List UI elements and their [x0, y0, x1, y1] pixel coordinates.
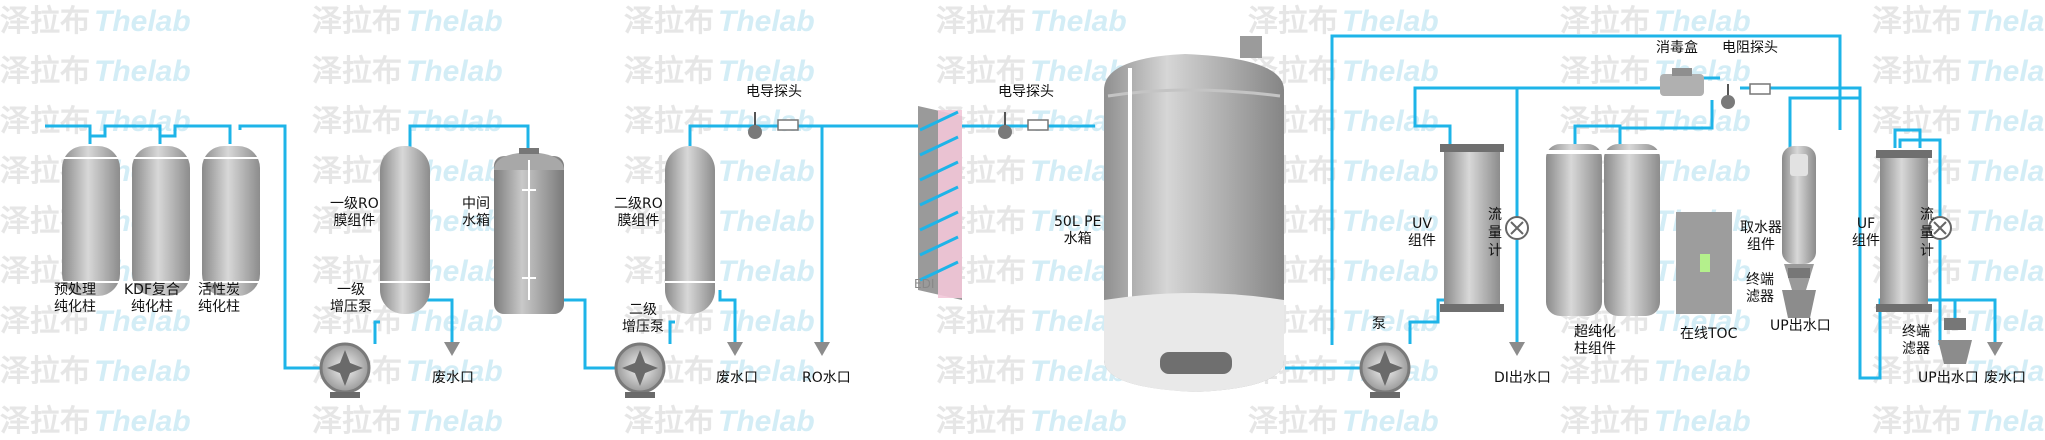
label-cond1: 电导探头: [746, 84, 802, 100]
pump1: [319, 342, 371, 398]
label-drain2: 废水口: [716, 370, 758, 386]
label-mid-tank: 中间水箱: [462, 196, 490, 229]
pipe-flow2: [1898, 138, 1942, 216]
mid-tank: [494, 148, 564, 314]
drain1-marker: [444, 342, 460, 356]
pipe-network: [45, 34, 1997, 380]
carbon-column: [202, 146, 260, 296]
ro-outlet-marker: [814, 342, 830, 356]
pipe-ultra-toc: [1620, 100, 1714, 130]
label-up-outlet1: UP出水口: [1770, 318, 1831, 334]
label-flow1: 流量计: [1488, 207, 1502, 259]
label-pump2: 二级增压泵: [622, 302, 664, 335]
ro1-vessel: [380, 146, 430, 314]
label-ro-outlet: RO水口: [802, 370, 851, 386]
label-dispenser: 取水器组件: [1740, 220, 1782, 253]
flow-meter-1: [1505, 216, 1529, 240]
label-pump3: 泵: [1372, 316, 1386, 332]
edi-module: [918, 106, 962, 300]
label-disinfect: 消毒盒: [1656, 40, 1698, 56]
pipe-ro1-mid: [408, 124, 530, 148]
pipe-loop-top: [1330, 34, 1842, 345]
terminal-filter-1: [1782, 268, 1816, 318]
label-pump1: 一级增压泵: [330, 282, 372, 315]
conductivity-probe-1: [748, 112, 799, 139]
label-toc: 在线TOC: [1680, 326, 1738, 342]
label-up-outlet2: UP出水口: [1918, 370, 1979, 386]
toc-analyzer: [1676, 212, 1732, 314]
resistivity-probe: [1721, 83, 1771, 109]
label-drain3: 废水口: [1984, 370, 2026, 386]
pipe-ro2-drain: [718, 290, 737, 345]
label-pretreat: 预处理纯化柱: [54, 282, 96, 315]
flow-meter-2: [1928, 216, 1952, 240]
ultra-columns: [1546, 144, 1660, 316]
pipe-drain3: [1945, 298, 1997, 345]
kdf-column: [132, 146, 190, 296]
water-system-diagram: [45, 34, 2003, 398]
label-ultra: 超纯化柱组件: [1574, 324, 1616, 357]
label-drain1: 废水口: [432, 370, 474, 386]
drain-markers: [444, 342, 2003, 356]
disinfect-box: [1660, 68, 1704, 96]
label-resist: 电阻探头: [1722, 40, 1778, 56]
pipe-resist: [1740, 86, 1862, 148]
pipe-mid-pump2: [560, 298, 615, 370]
label-cond2: 电导探头: [998, 84, 1054, 100]
terminal-filter-2: [1938, 318, 1972, 364]
di-outlet-marker: [1509, 342, 1525, 356]
conductivity-probe-2: [998, 112, 1049, 139]
label-filter1: 终端滤器: [1746, 272, 1774, 305]
pipe-pump3-uv: [1408, 298, 1450, 344]
pe-tank-50l: [1104, 36, 1284, 392]
label-kdf: KDF复合纯化柱: [124, 282, 181, 315]
uf-column: [1876, 150, 1932, 312]
pipe-uv-top: [1413, 86, 1640, 148]
label-filter2: 终端滤器: [1902, 324, 1930, 357]
pipe-pump2-ro2: [668, 320, 675, 344]
label-di-outlet: DI出水口: [1494, 370, 1551, 386]
pipe-ultra-top: [1573, 124, 1622, 148]
pipe-pretreat-kdf: [88, 124, 162, 144]
pump3: [1359, 342, 1411, 398]
pipe-ro1-drain: [423, 290, 454, 345]
ro2-vessel: [665, 146, 715, 314]
pipe-inlet-chain: [45, 124, 92, 144]
label-edi: EDI: [914, 277, 935, 291]
uv-column: [1440, 144, 1504, 312]
drain2-marker: [727, 342, 743, 356]
pretreat-column: [62, 146, 120, 296]
pump2: [614, 342, 666, 398]
pipe-pump1-ro1: [373, 320, 380, 344]
label-flow2: 流量计: [1920, 207, 1934, 259]
label-carbon: 活性炭纯化柱: [198, 282, 240, 315]
pipe-kdf-carbon: [158, 124, 232, 144]
pipe-carbon-pump1: [238, 124, 322, 370]
drain3-marker: [1987, 342, 2003, 356]
